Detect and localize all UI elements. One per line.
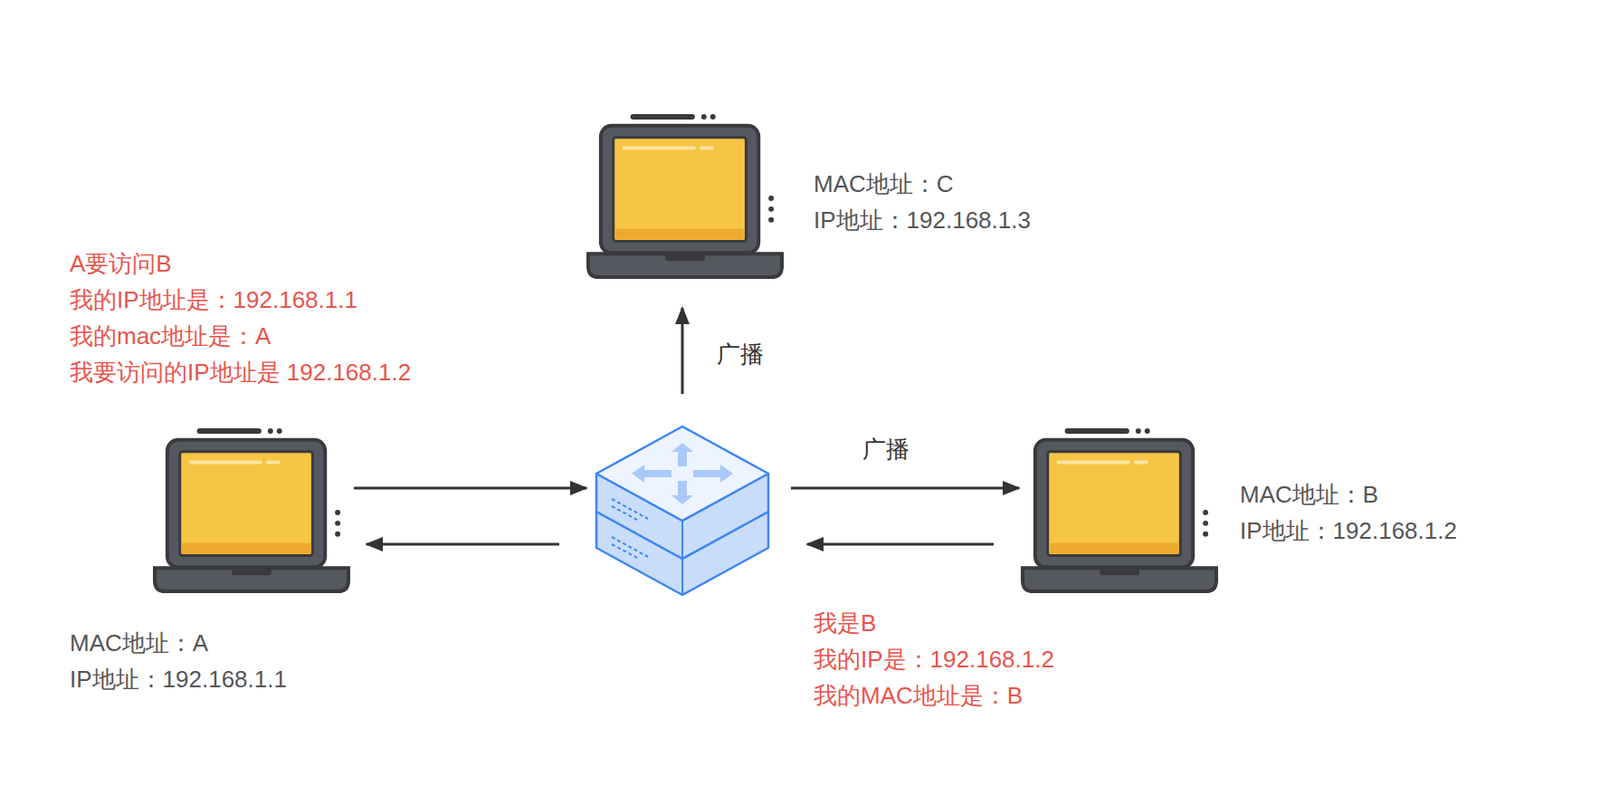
laptop-icon (586, 112, 784, 283)
broadcast-label: 广播 (714, 340, 767, 368)
message-note: 我是B (813, 609, 877, 637)
address-text: IP地址：192.168.1.2 (1239, 516, 1458, 544)
laptop-icon (1020, 426, 1219, 597)
address-text: IP地址：192.168.1.3 (813, 206, 1031, 234)
message-note: 我的MAC地址是：B (813, 681, 1023, 709)
host-laptop: MAC地址：CIP地址：192.168.1.3 (586, 112, 784, 283)
laptop-icon (152, 426, 351, 597)
switch (591, 420, 773, 602)
message-note: 我的IP是：192.168.1.2 (813, 645, 1055, 673)
broadcast-label: 广播 (859, 435, 913, 463)
message-note: 我的mac地址是：A (69, 322, 271, 350)
address-text: MAC地址：A (69, 628, 209, 657)
arrow-connector (790, 486, 1020, 490)
switch-icon (591, 420, 773, 602)
arrow-connector (681, 307, 685, 394)
message-note: 我的IP地址是：192.168.1.1 (69, 285, 358, 314)
address-text: MAC地址：C (813, 170, 954, 198)
host-laptop: MAC地址：AIP地址：192.168.1.1 (152, 426, 351, 597)
message-note: 我要访问的IP地址是 192.168.1.2 (69, 358, 411, 386)
host-laptop: MAC地址：BIP地址：192.168.1.2 (1020, 426, 1219, 597)
arrow-connector (807, 542, 994, 546)
address-text: IP地址：192.168.1.1 (69, 665, 287, 693)
arrow-connector (353, 486, 587, 490)
address-text: MAC地址：B (1239, 480, 1379, 508)
arrow-connector (366, 542, 560, 546)
message-note: A要访问B (69, 249, 172, 277)
